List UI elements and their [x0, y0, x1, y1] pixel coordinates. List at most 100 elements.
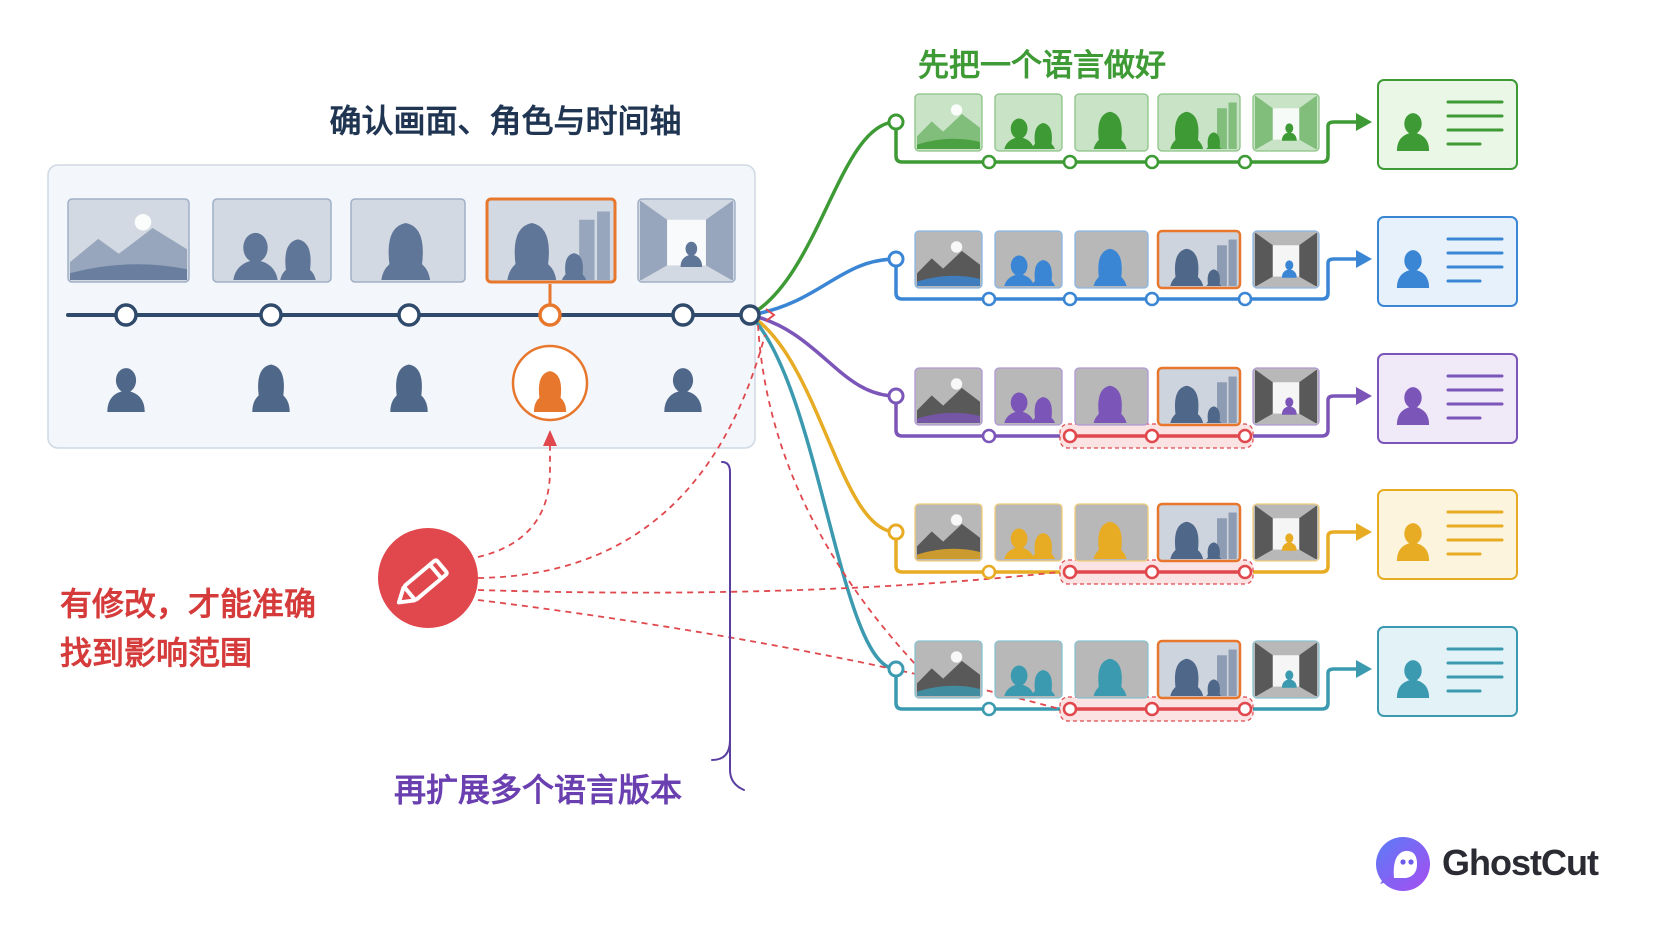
brand-logo: GhostCut	[1372, 834, 1612, 894]
woman-portrait-icon	[1074, 503, 1149, 562]
first-language-title: 先把一个语言做好	[918, 48, 1166, 84]
speaker-avatar-icon	[1396, 113, 1430, 151]
hub-node	[739, 304, 761, 326]
strip-node	[1237, 564, 1253, 580]
ghost-speech-bubble-icon	[1376, 837, 1430, 891]
speaker-avatar-icon	[1396, 523, 1430, 561]
edit-note-line-2: 找到影响范围	[60, 634, 253, 672]
speaker-avatar-icon	[1396, 250, 1430, 288]
edit-impact-line	[477, 599, 1061, 710]
version-strip-line	[894, 530, 1358, 574]
source-title: 确认画面、角色与时间轴	[329, 102, 682, 140]
strip-node	[1062, 564, 1078, 580]
strip-node	[1237, 154, 1253, 170]
woman-city-scene-icon	[1156, 502, 1242, 563]
output-card	[1377, 489, 1518, 580]
strip-node	[1062, 701, 1078, 717]
hub-arrow-icon	[765, 308, 776, 322]
timeline-node	[538, 303, 562, 327]
speaker-avatar-icon	[1396, 387, 1430, 425]
woman-city-scene-icon	[485, 197, 617, 284]
branch-line	[748, 120, 898, 317]
corridor-figure-icon	[1252, 367, 1320, 426]
woman-city-scene-icon	[1157, 93, 1241, 152]
output-card	[1377, 79, 1518, 170]
strip-node	[1144, 701, 1160, 717]
man-avatar-icon	[664, 368, 702, 412]
version-strip-line	[894, 257, 1358, 301]
brand-name: GhostCut	[1442, 842, 1599, 883]
strip-node	[981, 291, 997, 307]
branch-line	[748, 313, 898, 398]
strip-node	[1062, 154, 1078, 170]
landscape-scene-icon	[914, 503, 983, 562]
landscape-scene-icon	[914, 367, 983, 426]
woman-city-scene-icon	[1156, 229, 1242, 290]
corridor-figure-icon	[637, 198, 736, 283]
strip-node	[981, 564, 997, 580]
curly-hair-avatar-icon	[390, 364, 428, 412]
expand-note: 再扩展多个语言版本	[394, 771, 683, 809]
branch-node	[887, 660, 905, 678]
arrow-head-icon	[1356, 660, 1372, 678]
landscape-scene-icon	[67, 198, 190, 283]
speaker-avatar-icon	[1396, 660, 1430, 698]
arrow-head-icon	[1356, 250, 1372, 268]
edit-to-character-line	[477, 440, 551, 558]
edit-impact-line	[477, 571, 1061, 594]
output-card	[1377, 216, 1518, 307]
woman-portrait-icon	[350, 198, 466, 283]
timeline-node	[259, 303, 283, 327]
edit-impact-line	[757, 324, 941, 691]
woman-city-scene-icon	[1156, 366, 1242, 427]
strip-node	[1144, 564, 1160, 580]
woman-avatar-icon	[533, 371, 567, 412]
branch-line	[748, 313, 898, 534]
landscape-scene-icon	[914, 640, 983, 699]
branch-line	[748, 257, 898, 317]
strip-node	[981, 428, 997, 444]
edit-pencil-icon	[378, 528, 478, 628]
version-strip-line	[894, 394, 1358, 438]
couple-scene-icon	[994, 503, 1063, 562]
woman-portrait-icon	[1074, 230, 1149, 289]
couple-scene-icon	[994, 230, 1063, 289]
version-strip-line	[894, 667, 1358, 711]
edit-impact-line	[477, 334, 766, 579]
landscape-scene-icon	[914, 93, 983, 152]
strip-node	[1237, 701, 1253, 717]
corridor-figure-icon	[1252, 93, 1320, 152]
strip-node	[981, 701, 997, 717]
strip-node	[1062, 291, 1078, 307]
strip-node	[1062, 428, 1078, 444]
branch-node	[887, 113, 905, 131]
strip-node	[1237, 291, 1253, 307]
woman-portrait-icon	[1074, 93, 1149, 152]
strip-node	[981, 154, 997, 170]
branch-node	[887, 387, 905, 405]
timeline-node	[114, 303, 138, 327]
output-card	[1377, 626, 1518, 717]
strip-node	[1144, 154, 1160, 170]
arrow-head-icon	[1356, 387, 1372, 405]
man-avatar-icon	[107, 368, 145, 412]
timeline-node	[671, 303, 695, 327]
arrow-head-icon	[1356, 113, 1372, 131]
corridor-figure-icon	[1252, 503, 1320, 562]
arrow-up-icon	[543, 430, 557, 446]
woman-avatar-icon	[252, 364, 290, 412]
edit-note-line-1: 有修改，才能准确	[60, 585, 317, 623]
couple-scene-icon	[212, 198, 332, 283]
branch-line	[748, 313, 898, 671]
strip-node	[1144, 428, 1160, 444]
branch-node	[887, 250, 905, 268]
strip-node	[1144, 291, 1160, 307]
woman-portrait-icon	[1074, 640, 1149, 699]
versions-bracket	[711, 461, 745, 791]
couple-scene-icon	[994, 367, 1063, 426]
woman-city-scene-icon	[1156, 639, 1242, 700]
landscape-scene-icon	[914, 230, 983, 289]
corridor-figure-icon	[1252, 230, 1320, 289]
couple-scene-icon	[994, 640, 1063, 699]
